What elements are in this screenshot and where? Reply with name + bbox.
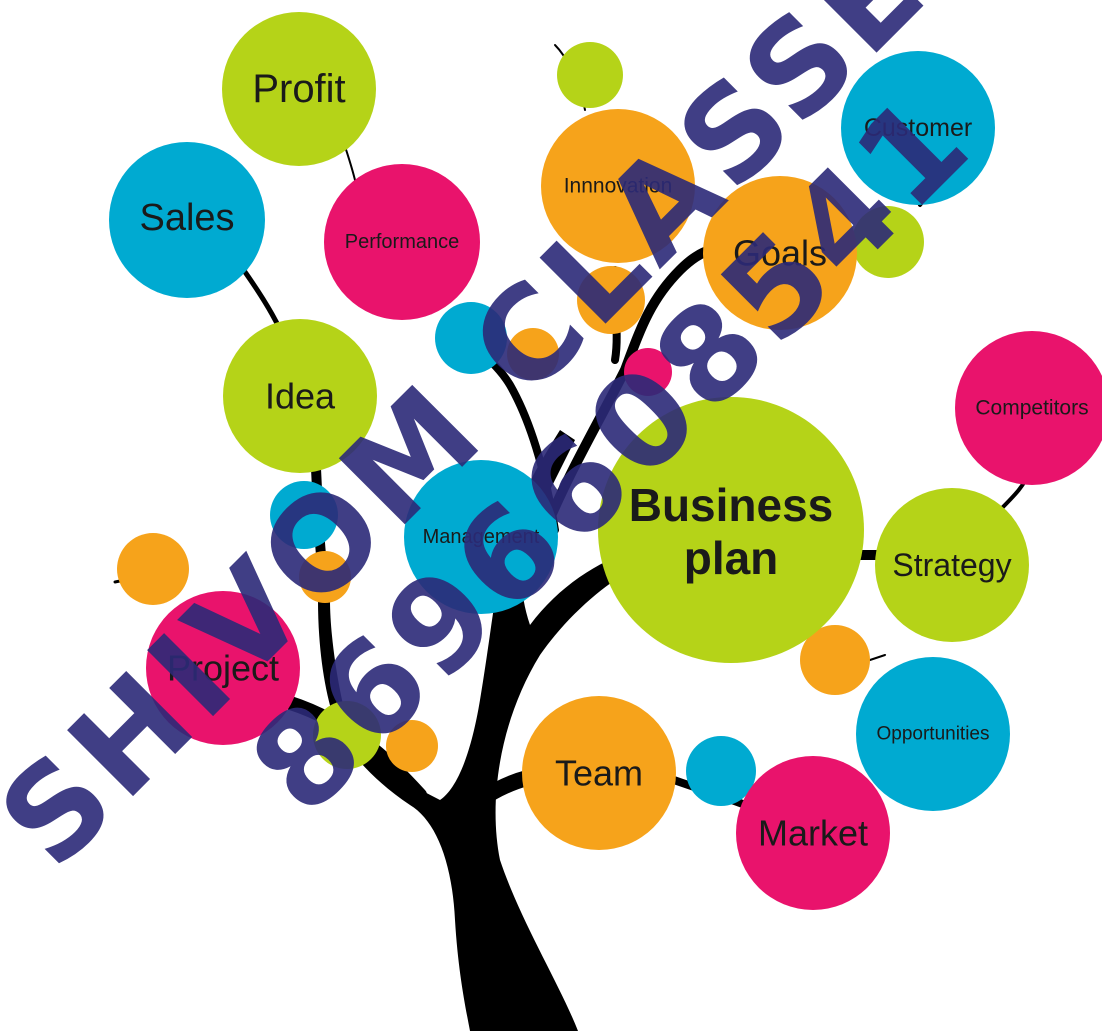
node-market: Market (736, 756, 890, 910)
node-sales-circle (109, 142, 265, 298)
node-innovation: Innnovation (541, 109, 695, 263)
node-management-label: Management (423, 526, 540, 548)
node-market-label: Market (758, 813, 868, 854)
node-idea-label: Idea (265, 376, 336, 417)
node-management: Management (404, 460, 558, 614)
node-business-plan-label-line2: plan (684, 532, 779, 584)
node-team-label: Team (555, 753, 643, 794)
dot-pink-center (624, 348, 672, 396)
dot-green-bottom-left (313, 701, 381, 769)
node-goals: Goals (703, 176, 857, 330)
node-team-circle (522, 696, 676, 850)
dot-green-top (557, 42, 623, 108)
node-competitors: Competitors (955, 331, 1102, 485)
dot-orange-right (800, 625, 870, 695)
dot-blue-center (435, 302, 507, 374)
node-performance-circle (324, 164, 480, 320)
node-project-circle (146, 591, 300, 745)
node-idea: Idea (223, 319, 377, 473)
node-performance-label: Performance (345, 231, 460, 253)
node-project-label: Project (167, 648, 279, 689)
node-profit-circle (222, 12, 376, 166)
node-strategy: Strategy (875, 488, 1029, 642)
node-opportunities-circle (856, 657, 1010, 811)
node-sales: Sales (109, 142, 265, 298)
dot-orange-under-idea (299, 551, 351, 603)
node-opportunities-label: Opportunities (876, 724, 989, 745)
node-business-plan-label-line1: Business (629, 479, 834, 531)
decorative-dots (117, 42, 924, 806)
dot-orange-bottom-left (386, 720, 438, 772)
node-business-plan: Business plan (598, 397, 864, 663)
node-management-circle (404, 460, 558, 614)
node-customer-circle (841, 51, 995, 205)
dot-orange-under-innovation (577, 266, 645, 334)
node-goals-label: Goals (733, 233, 827, 274)
node-competitors-label: Competitors (975, 397, 1088, 420)
dot-blue-bottom (686, 736, 756, 806)
node-project: Project (146, 591, 300, 745)
dot-green-right-goals (852, 206, 924, 278)
tree-trunk (318, 430, 650, 1031)
node-sales-label: Sales (139, 197, 234, 239)
node-customer: Customer (841, 51, 995, 205)
dot-blue-under-idea (270, 481, 338, 549)
branch-right-sprig (869, 654, 886, 661)
node-performance: Performance (324, 164, 480, 320)
node-goals-circle (703, 176, 857, 330)
node-strategy-label: Strategy (892, 547, 1011, 583)
node-market-circle (736, 756, 890, 910)
node-business-plan-circle (598, 397, 864, 663)
node-innovation-circle (541, 109, 695, 263)
node-idea-circle (223, 319, 377, 473)
node-strategy-circle (875, 488, 1029, 642)
dot-orange-center (507, 328, 559, 380)
node-opportunities: Opportunities (856, 657, 1010, 811)
node-team: Team (522, 696, 676, 850)
node-competitors-circle (955, 331, 1102, 485)
node-innovation-label: Innnovation (564, 175, 673, 198)
node-profit: Profit (222, 12, 376, 166)
node-customer-label: Customer (864, 114, 972, 142)
dot-orange-left (117, 533, 189, 605)
node-profit-label: Profit (252, 67, 345, 111)
